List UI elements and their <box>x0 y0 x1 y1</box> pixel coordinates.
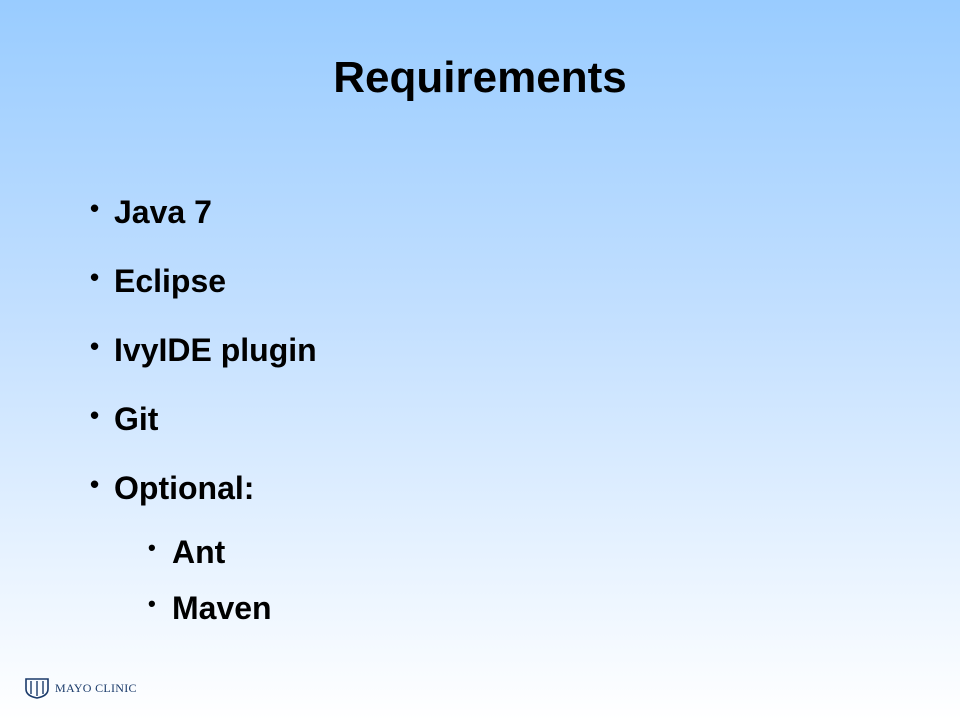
sub-bullet-dot: • <box>148 535 156 560</box>
bullet-dot: • <box>90 193 100 223</box>
sub-bullet-text: Maven <box>172 590 272 626</box>
logo-text: MAYO CLINIC <box>55 680 137 695</box>
bullet-dot: • <box>90 331 100 361</box>
bullet-dot: • <box>90 469 100 499</box>
sub-bullet-text: Ant <box>172 534 226 570</box>
bullet-text: Git <box>114 401 159 437</box>
bullet-text: Optional: <box>114 470 255 506</box>
bullet-dot: • <box>90 262 100 292</box>
bullet-dot: • <box>90 400 100 430</box>
mayo-clinic-shield-icon <box>24 677 50 699</box>
bullet-text: Java 7 <box>114 194 212 230</box>
sub-bullet-dot: • <box>148 591 156 616</box>
mayo-clinic-logo: MAYO CLINIC <box>24 676 137 700</box>
slide-title: Requirements <box>333 53 627 102</box>
bullet-text: Eclipse <box>114 263 227 299</box>
bullet-text: IvyIDE plugin <box>114 332 317 368</box>
